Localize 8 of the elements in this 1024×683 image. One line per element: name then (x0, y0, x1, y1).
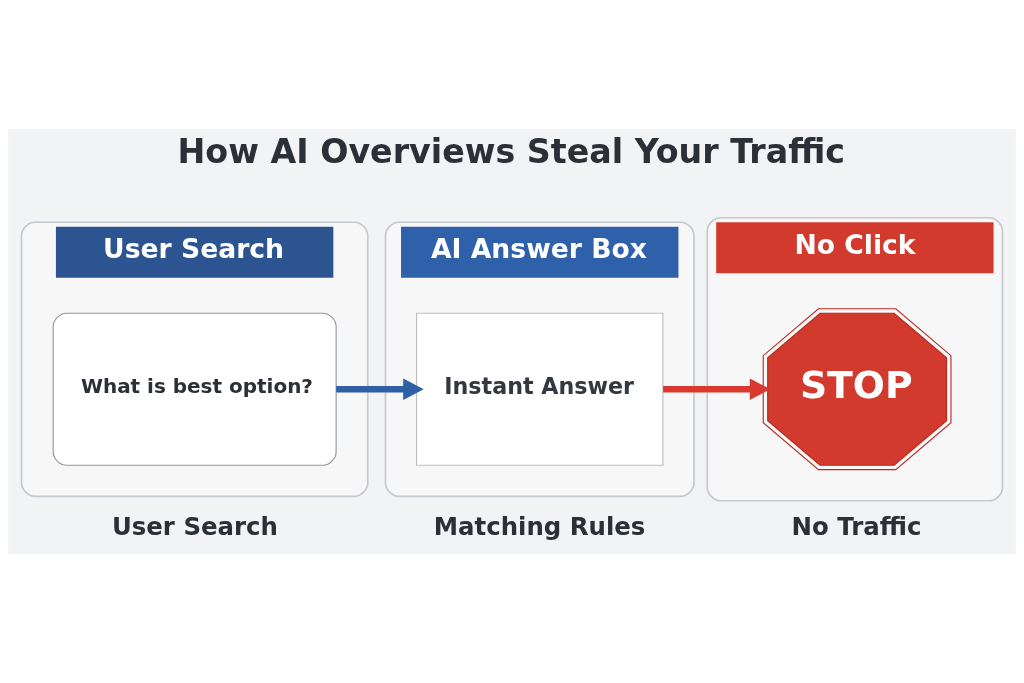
arrow (336, 378, 424, 400)
arrow (663, 378, 771, 400)
label: No Traffic (791, 511, 922, 541)
label: User Search (111, 511, 278, 541)
label: Matching Rules (433, 511, 646, 541)
node-box: What is best option? (52, 312, 337, 466)
diagram-title: How AI Overviews Steal Your Traffic (177, 132, 845, 172)
node-box: Instant Answer (416, 312, 664, 466)
